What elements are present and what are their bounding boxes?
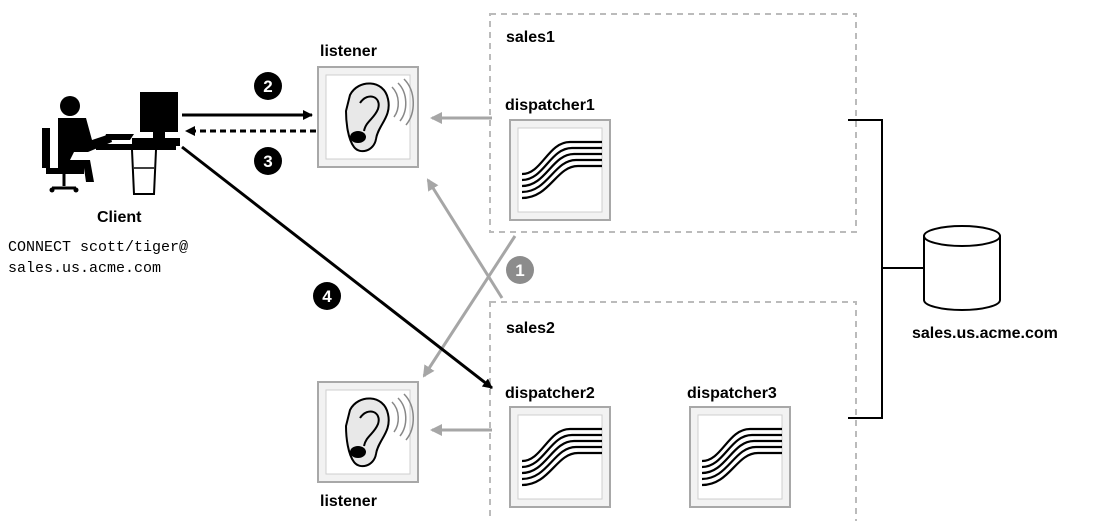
sales2-instance-frame [489, 301, 857, 521]
sales2-label: sales2 [506, 320, 555, 337]
sales1-instance-frame [489, 13, 857, 233]
client-label: Client [97, 209, 142, 226]
dispatcher1-label: dispatcher1 [505, 97, 595, 114]
database-label: sales.us.acme.com [912, 325, 1058, 342]
sales1-label: sales1 [506, 29, 555, 46]
step-2-number: 2 [263, 77, 272, 96]
step-1-number: 1 [515, 261, 524, 280]
connect-string-line1: CONNECT scott/tiger@ [8, 239, 188, 256]
step-3-number: 3 [263, 152, 272, 171]
wave-icon [521, 427, 602, 487]
ear-icon [344, 393, 414, 468]
client-to-dispatcher2-arrow [181, 145, 493, 390]
sales1-to-listener2-cross-arrow [422, 235, 517, 378]
listener1-label: listener [320, 43, 377, 60]
dispatcher2-label: dispatcher2 [505, 385, 595, 402]
dispatcher2: dispatcher2 [505, 385, 611, 508]
connect-string-line2: sales.us.acme.com [8, 260, 161, 277]
listener2-label: listener [320, 493, 377, 510]
step-1-badge: 1 [506, 256, 534, 284]
step-3-badge: 3 [254, 147, 282, 175]
listener2: listener [317, 381, 419, 510]
step-4-badge: 4 [313, 282, 341, 310]
step-2-badge: 2 [254, 72, 282, 100]
step-4-number: 4 [322, 287, 332, 306]
sales2-to-listener1-cross-arrow [426, 178, 504, 299]
wave-icon [521, 140, 602, 200]
ear-icon [344, 78, 414, 153]
instances-to-database-connector [848, 119, 924, 419]
client-workstation-icon [42, 92, 180, 195]
dispatcher3-label: dispatcher3 [687, 385, 777, 402]
dispatcher3: dispatcher3 [687, 385, 791, 508]
dispatcher1: dispatcher1 [505, 97, 611, 221]
wave-icon [701, 427, 782, 487]
database-icon [923, 225, 1001, 311]
listener1: listener [317, 43, 419, 168]
